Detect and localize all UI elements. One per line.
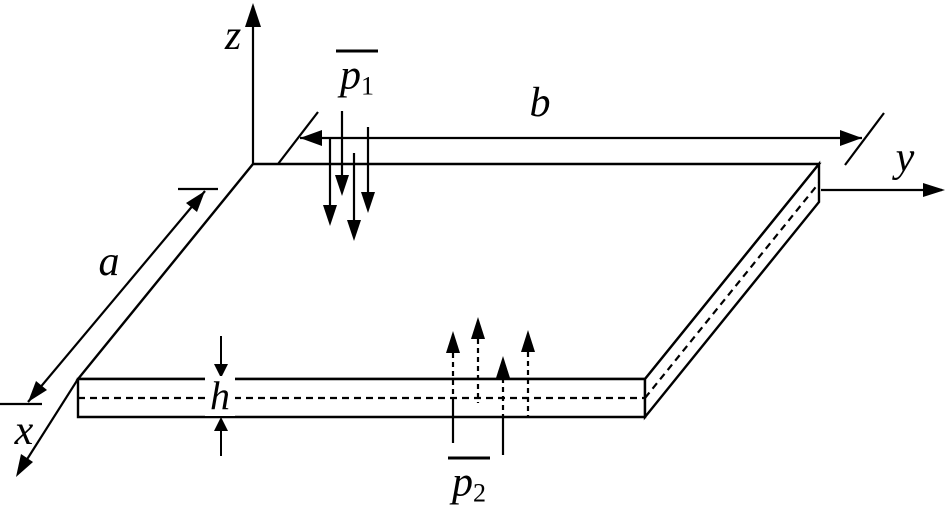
dim-a-arrowhead-top-icon bbox=[186, 191, 205, 212]
midplane-line bbox=[78, 182, 820, 400]
p2-arrow-1 bbox=[446, 331, 460, 443]
p2-arrow-2 bbox=[471, 317, 485, 403]
p2-load-arrows bbox=[446, 317, 535, 455]
dim-b-arrow bbox=[277, 111, 885, 166]
p1-arrow-2 bbox=[335, 111, 349, 196]
p2-arrow-4 bbox=[521, 330, 535, 417]
z-axis-arrowhead-icon bbox=[245, 3, 261, 27]
h-dim-arrowhead-top-icon bbox=[214, 364, 228, 378]
dim-b-arrowhead-left-icon bbox=[300, 130, 322, 146]
h-dim-arrows bbox=[214, 336, 228, 456]
p2-overbar: p2 bbox=[448, 456, 490, 506]
h-thickness-label: h bbox=[205, 376, 235, 416]
dim-b-label: b bbox=[529, 80, 551, 126]
p1-overbar: p1 bbox=[336, 49, 378, 99]
p1-arrow-3 bbox=[347, 153, 361, 241]
p1-load-label: p1 bbox=[336, 49, 378, 99]
y-axis-arrowhead-icon bbox=[923, 183, 945, 197]
x-axis-arrowhead-icon bbox=[16, 454, 33, 477]
h-dim-arrowhead-bottom-icon bbox=[214, 417, 228, 431]
midplane-line-right bbox=[644, 182, 820, 399]
dim-a-label: a bbox=[98, 239, 120, 285]
dim-b-arrowhead-right-icon bbox=[840, 130, 862, 146]
y-axis-label: y bbox=[895, 135, 915, 181]
p1-arrow-1 bbox=[323, 138, 337, 226]
dim-a-arrow bbox=[0, 187, 218, 406]
p1-load-arrows bbox=[323, 111, 375, 241]
dim-b-slash-right bbox=[844, 112, 885, 166]
x-axis-label: x bbox=[14, 408, 34, 454]
p2-arrow-3 bbox=[496, 356, 510, 455]
dim-b-slash-left bbox=[277, 111, 319, 165]
dim-a-arrowhead-bottom-icon bbox=[28, 381, 47, 402]
y-axis-arrow bbox=[821, 183, 945, 197]
p2-load-label: p2 bbox=[448, 456, 490, 506]
p1-arrow-4 bbox=[361, 127, 375, 213]
x-axis-arrow bbox=[16, 378, 79, 477]
z-axis-arrow bbox=[245, 3, 261, 164]
z-axis-label: z bbox=[224, 13, 242, 59]
